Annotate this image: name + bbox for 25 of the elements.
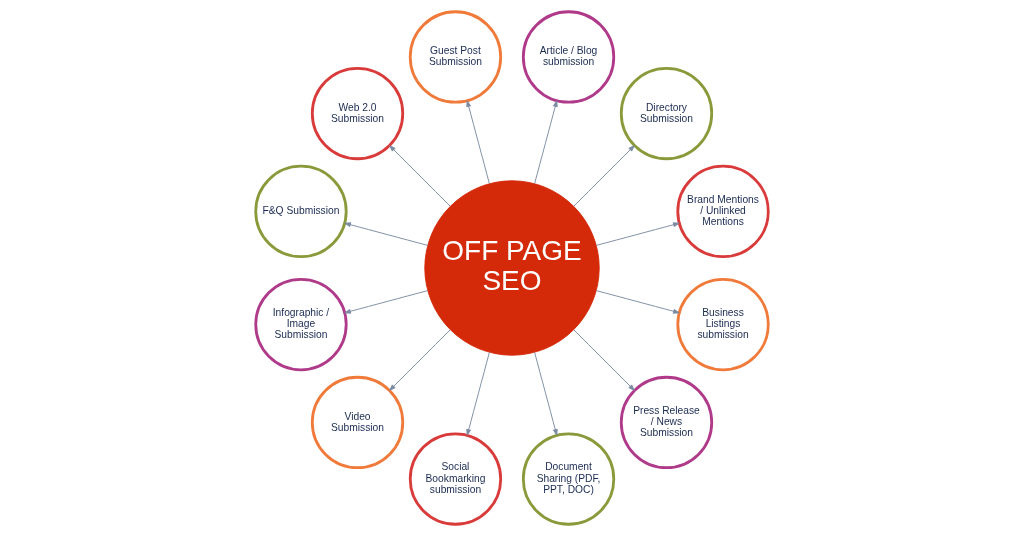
node-circle: Directory Submission [619,66,714,161]
node-circle: OFF PAGE SEO [424,180,600,356]
arrow [389,145,451,207]
arrow [344,290,429,314]
node-circle: Press Release / News Submission [619,375,714,470]
node-circle: Article / Blog submission [521,10,616,104]
node-circle: Infographic / Image Submission [254,277,348,372]
arrow [389,329,451,391]
arrow [534,100,558,185]
arrow [466,351,490,436]
arrow [534,351,558,436]
node-circle: Brand Mentions / Unlinked Mentions [676,164,770,259]
node-circle: Document Sharing (PDF, PPT, DOC) [521,432,616,526]
node-circle: Social Bookmarking submission [408,432,503,526]
arrow [595,222,680,246]
arrow [344,222,429,246]
arrow [573,329,635,391]
node-circle: Video Submission [310,375,405,470]
arrow [466,100,490,185]
arrow [573,145,635,207]
node-circle: Guest Post Submission [408,10,503,104]
node-circle: F&Q Submission [254,164,348,259]
arrow [595,290,680,314]
node-circle: Business Listings submission [676,277,770,372]
node-circle: Web 2.0 Submission [310,66,405,161]
